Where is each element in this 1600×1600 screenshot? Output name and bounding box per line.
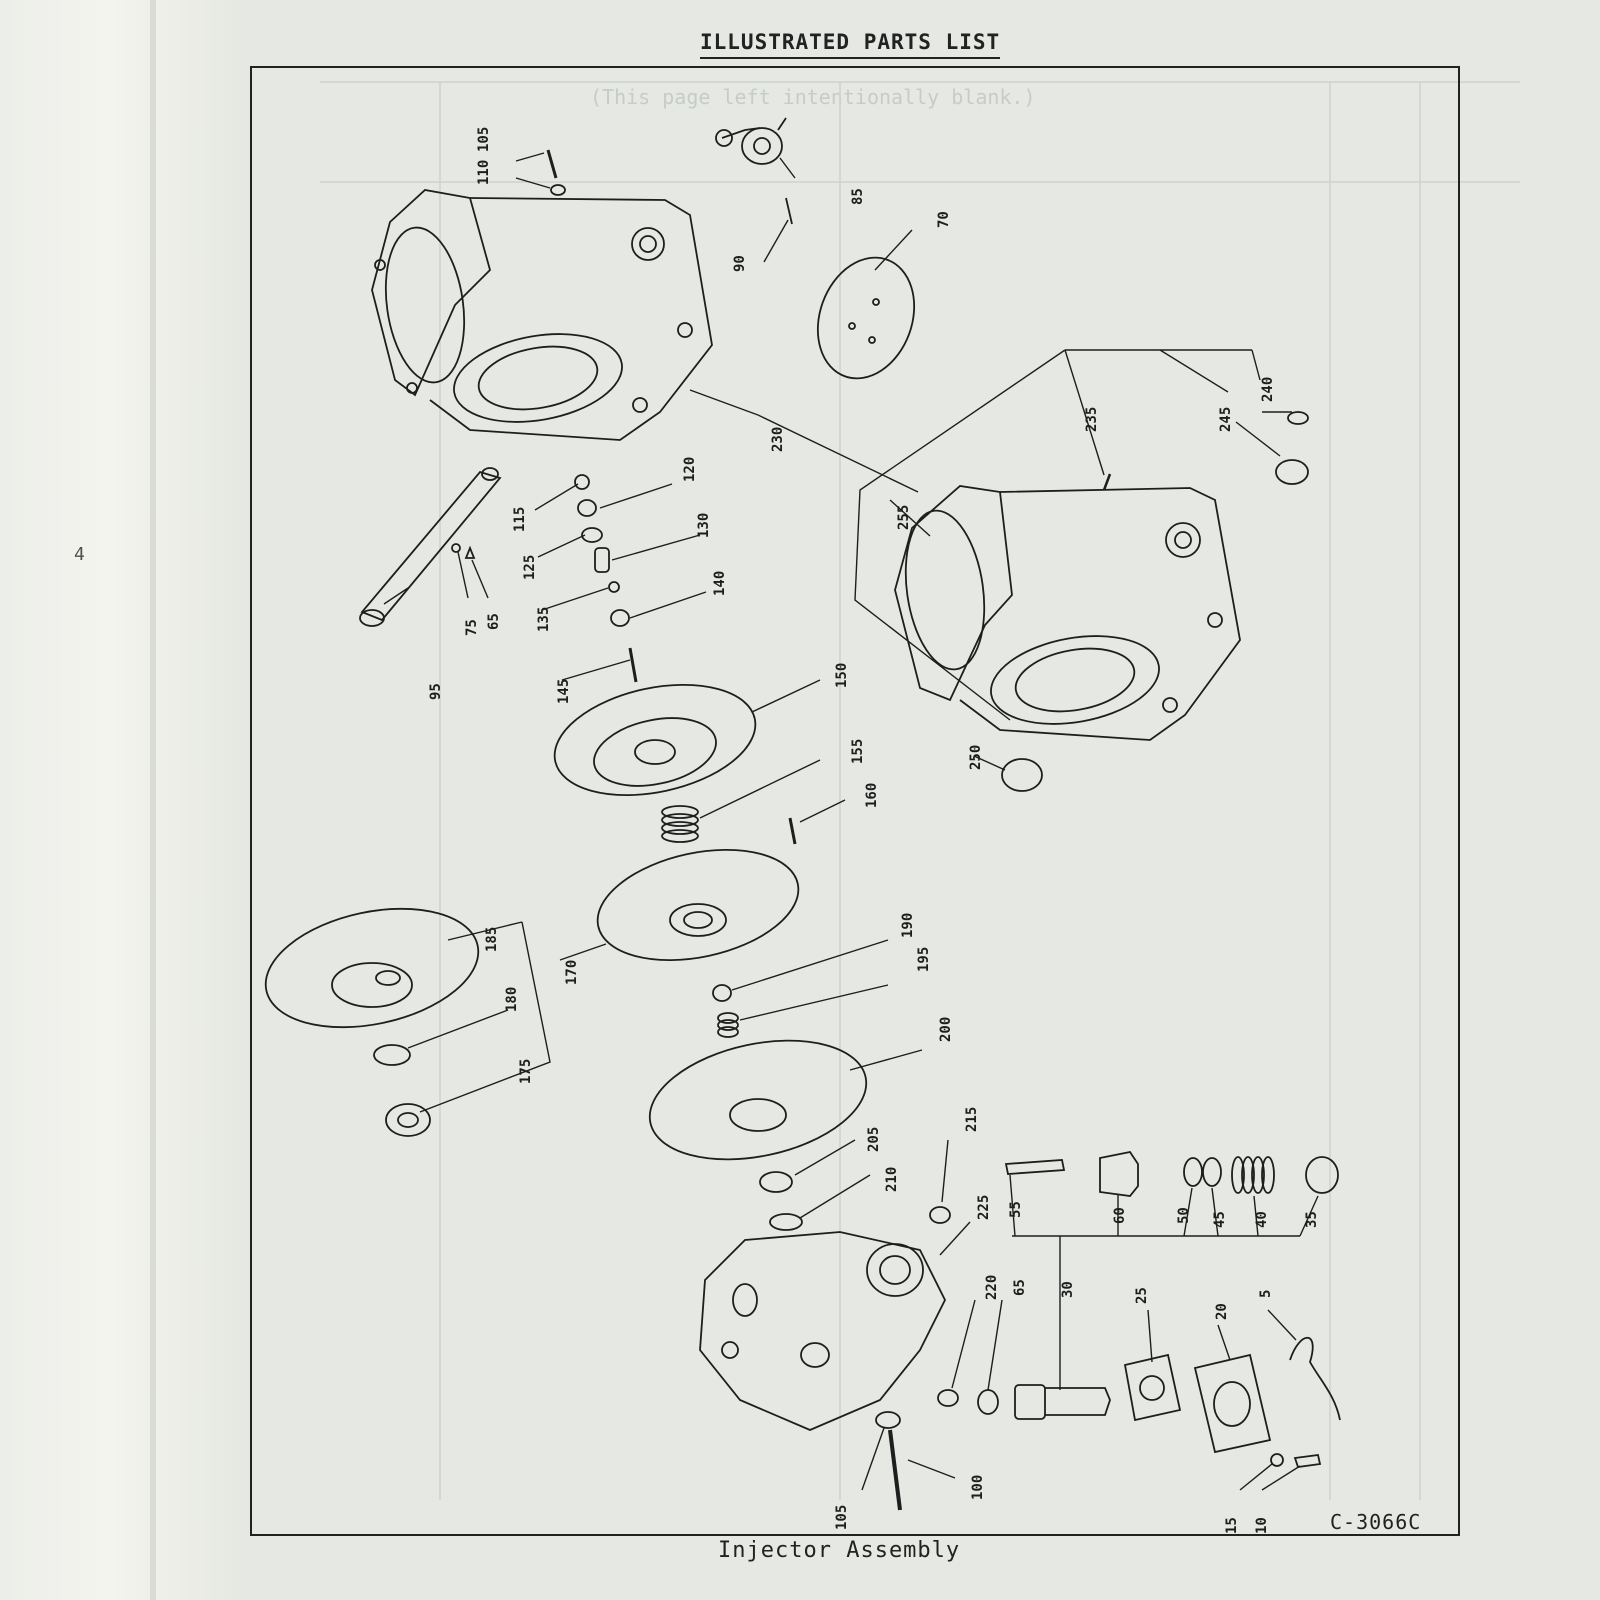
facing-page — [0, 0, 240, 1600]
leader-lines — [383, 152, 1319, 1491]
callout-10: 10 — [1254, 1517, 1270, 1534]
callout-130: 125 — [522, 555, 538, 580]
figure-caption: Injector Assembly — [718, 1538, 961, 1563]
spring-part — [661, 805, 699, 843]
callout-135: 130 — [696, 513, 712, 538]
rod-part — [359, 467, 502, 627]
callout-175: 175 — [518, 1059, 534, 1084]
callout-110: 105 — [476, 127, 492, 152]
callout-125: 120 — [682, 457, 698, 482]
pin-part — [785, 197, 793, 225]
callout-210: 210 — [884, 1167, 900, 1192]
plate-part — [816, 256, 916, 380]
manual-page — [240, 0, 1600, 1600]
callout-115: 110 — [476, 160, 492, 185]
callout-150: 145 — [556, 679, 572, 704]
callout-120: 115 — [512, 507, 528, 532]
bleed-through-text: (This page left intentionally blank.) — [590, 85, 1036, 109]
callout-85: 85 — [850, 188, 866, 205]
figure-number: C-3066C — [1330, 1510, 1422, 1534]
callout-200: 200 — [938, 1017, 954, 1042]
upper-housing-part — [371, 189, 713, 441]
callout-180: 180 — [504, 987, 520, 1012]
callout-250: 250 — [968, 745, 984, 770]
page-edge — [150, 0, 156, 1600]
callout-50: 50 — [1176, 1207, 1192, 1224]
callout-185: 185 — [484, 927, 500, 952]
callout-230: 230 — [770, 427, 786, 452]
lower-housing-part — [894, 485, 1241, 741]
callout-160: 155 — [850, 739, 866, 764]
callout-90: 90 — [732, 255, 748, 272]
callout-170: 170 — [564, 960, 580, 985]
callout-35: 35 — [1304, 1211, 1320, 1228]
diaphragm-bottom-part — [648, 1039, 868, 1161]
callout-65: 65 — [1012, 1279, 1028, 1296]
valve-stem-part — [1014, 1384, 1111, 1420]
callout-225: 225 — [976, 1195, 992, 1220]
callout-220: 220 — [984, 1275, 1000, 1300]
injector-body-part — [699, 1231, 947, 1431]
callout-205: 205 — [866, 1127, 882, 1152]
callout-155: 150 — [834, 663, 850, 688]
callout-215: 215 — [964, 1107, 980, 1132]
callout-75: 65 — [486, 613, 502, 630]
callout-235: 235 — [1084, 407, 1100, 432]
callout-100: 100 — [970, 1475, 986, 1500]
callout-195: 195 — [916, 947, 932, 972]
cover-plate-part — [1123, 1353, 1182, 1422]
callout-55: 55 — [1008, 1201, 1024, 1218]
callout-30: 30 — [1060, 1281, 1076, 1298]
fitting-part — [715, 117, 787, 165]
callout-190: 190 — [900, 913, 916, 938]
callout-15: 15 — [1224, 1517, 1240, 1534]
callout-45: 45 — [1212, 1211, 1228, 1228]
page-header: ILLUSTRATED PARTS LIST — [700, 30, 1001, 59]
callout-255: 255 — [896, 505, 912, 530]
callout-40: 40 — [1254, 1211, 1270, 1228]
facing-page-number: 4 — [74, 544, 85, 565]
diaphragm-middle-part — [596, 848, 800, 962]
callout-165: 160 — [864, 783, 880, 808]
callout-145: 140 — [712, 571, 728, 596]
callout-70: 70 — [936, 211, 952, 228]
callout-60: 60 — [1112, 1207, 1128, 1224]
bleed-through-table — [320, 81, 1520, 1500]
diaphragm-lower-left-part — [264, 907, 480, 1029]
callout-labels: 110 105 85 90 70 230 235 245 240 255 250… — [428, 127, 1320, 1534]
callout-240: 240 — [1260, 377, 1276, 402]
flange-part — [1193, 1353, 1272, 1454]
callout-25: 25 — [1134, 1287, 1150, 1304]
callout-245: 245 — [1218, 407, 1234, 432]
diaphragm-upper-part — [553, 683, 757, 797]
figure-frame — [250, 66, 1460, 1536]
callout-20: 20 — [1214, 1303, 1230, 1320]
safety-wire-part — [1289, 1336, 1341, 1421]
callout-140: 135 — [536, 607, 552, 632]
callout-5: 5 — [1258, 1290, 1274, 1298]
callout-80: 75 — [464, 619, 480, 636]
callout-95: 95 — [428, 683, 444, 700]
callout-105: 105 — [834, 1505, 850, 1530]
